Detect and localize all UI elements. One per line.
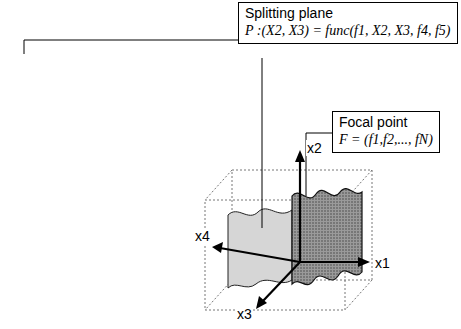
callout-heading: Focal point — [339, 114, 433, 131]
focal-point-callout: Focal pointF = (f1,f2,..., fN) — [332, 111, 440, 153]
callout-heading: Splitting plane — [245, 5, 451, 22]
splitting-plane-callout: Splitting planeP :(X2, X3) = func(f1, X2… — [238, 2, 458, 44]
axis-label: x3 — [236, 306, 253, 322]
callout-formula: P :(X2, X3) = func(f1, X2, X3, f4, f5) — [245, 22, 451, 40]
axis-label: x4 — [194, 228, 211, 244]
axis-label: x1 — [374, 255, 391, 271]
axis-label: x2 — [306, 140, 323, 156]
callout-formula: F = (f1,f2,..., fN) — [339, 131, 433, 149]
